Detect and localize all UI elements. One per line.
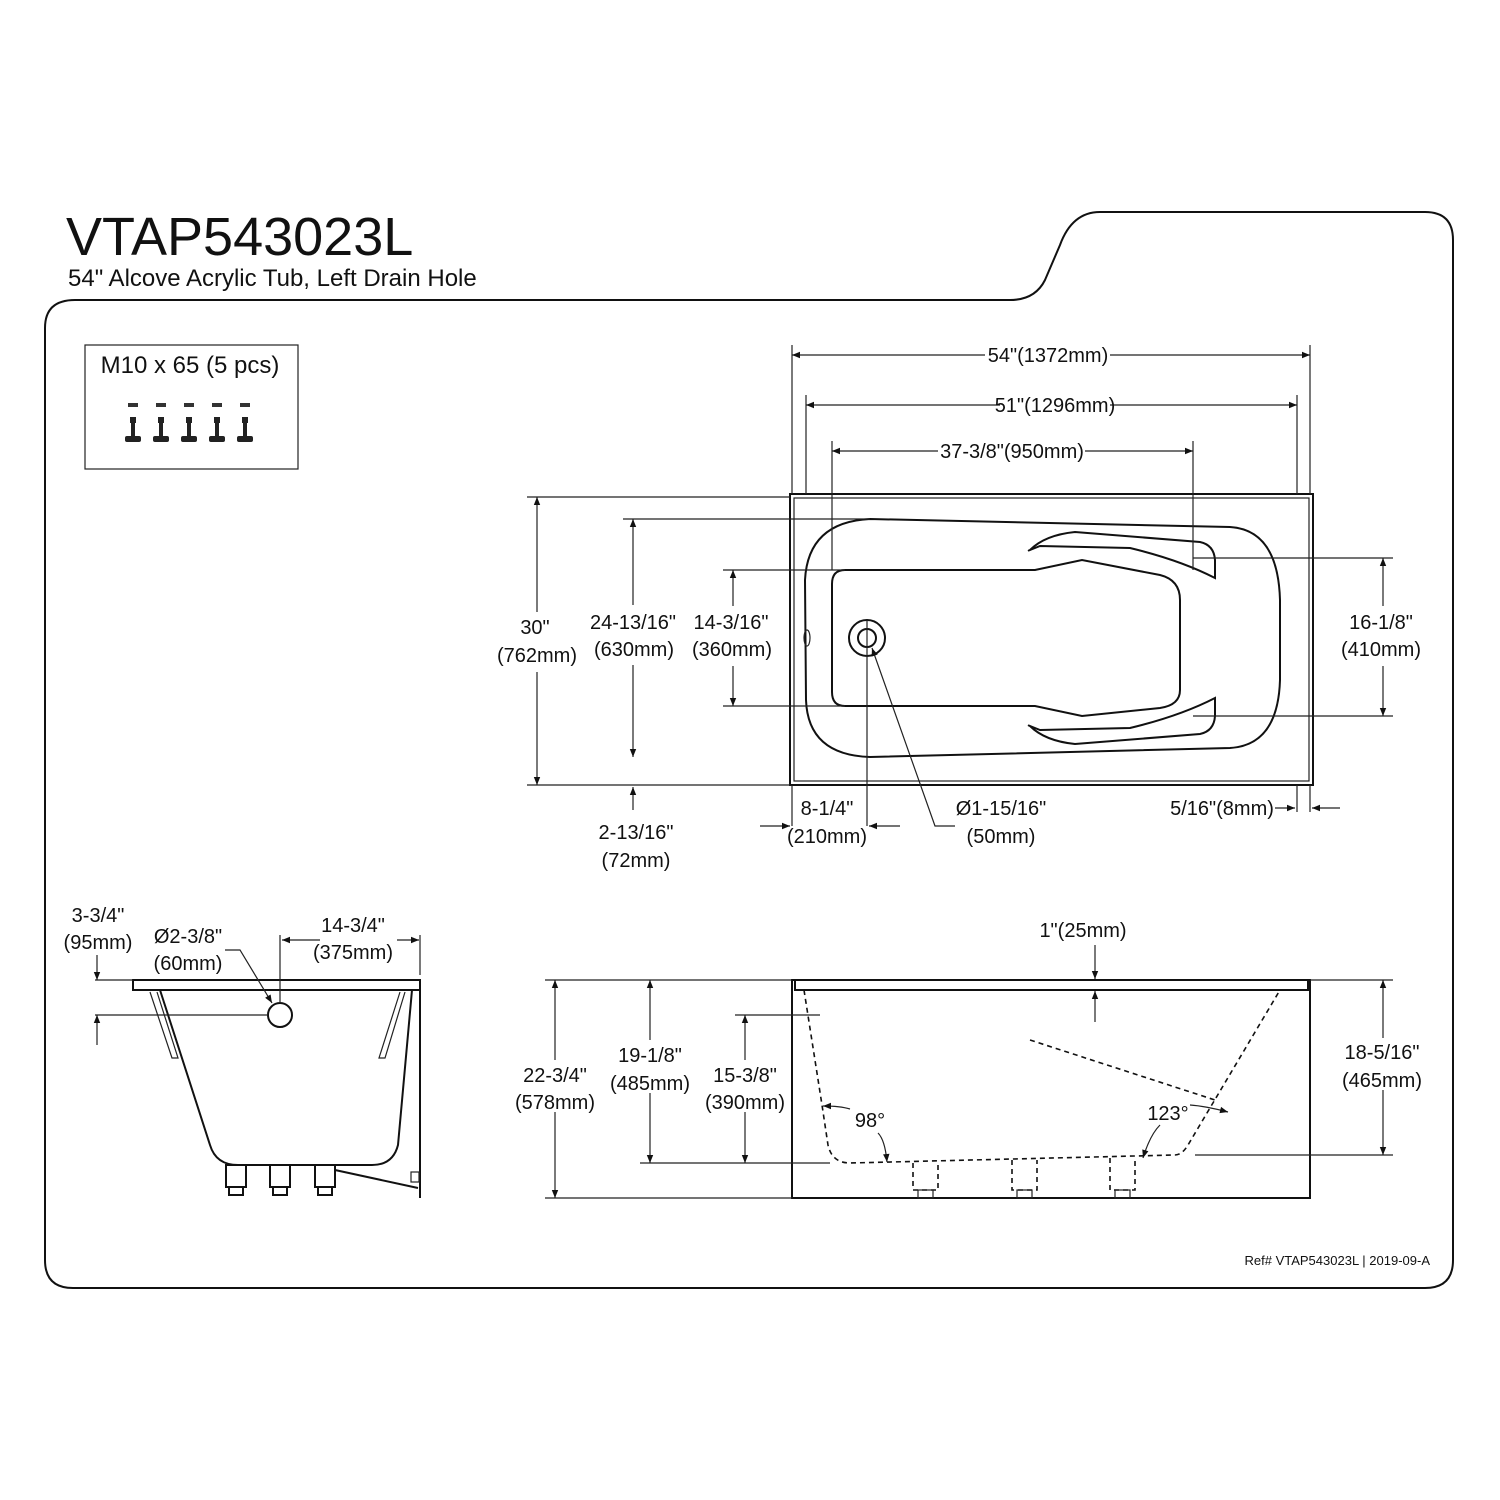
dim-drain-dia-in: Ø1-15/16": [956, 798, 1047, 820]
dim-overflow-in: 15-3/8": [713, 1065, 777, 1087]
dim-overall-length: 54"(1372mm): [988, 345, 1108, 367]
overflow-icon: [803, 629, 811, 647]
dim-water-mm: (465mm): [1342, 1070, 1422, 1092]
dim-floor-width-mm: (360mm): [692, 639, 772, 661]
side-view: 1"(25mm) 22-3/4" (578mm) 19-1/8" (485mm)…: [515, 920, 1422, 1198]
dim-floor-width-in: 14-3/16": [694, 612, 769, 634]
bolt-icon: [209, 403, 225, 442]
model-subtitle: 54" Alcove Acrylic Tub, Left Drain Hole: [68, 265, 477, 292]
dim-right-width-mm: (410mm): [1341, 639, 1421, 661]
angle-left: 98°: [855, 1110, 885, 1132]
hardware-box: M10 x 65 (5 pcs): [84, 344, 299, 470]
dim-overflow-mm: (390mm): [705, 1092, 785, 1114]
dim-width-in: 30": [520, 617, 549, 639]
bolt-icon: [181, 403, 197, 442]
dim-depth-in: 19-1/8": [618, 1045, 682, 1067]
dim-front-offset-mm: (72mm): [602, 850, 671, 872]
reference-note: Ref# VTAP543023L | 2019-09-A: [1245, 1253, 1431, 1268]
bolt-icon: [237, 403, 253, 442]
dim-overflow-height-mm: (95mm): [64, 932, 133, 954]
drawing-frame: [44, 211, 1454, 1289]
dim-drain-dia-mm: (50mm): [967, 826, 1036, 848]
overflow-hole-icon: [267, 1002, 293, 1028]
dim-right-width-in: 16-1/8": [1349, 612, 1413, 634]
bolt-icon: [153, 403, 169, 442]
hardware-label: M10 x 65 (5 pcs): [101, 352, 280, 379]
model-title: VTAP543023L: [66, 207, 413, 267]
dim-overflow-offset-in: 14-3/4": [321, 915, 385, 937]
armrest-bottom: [1027, 696, 1216, 746]
dim-flange: 5/16"(8mm): [1170, 798, 1274, 820]
angle-right: 123°: [1147, 1103, 1188, 1125]
dim-overflow-dia-mm: (60mm): [154, 953, 223, 975]
dim-front-offset-in: 2-13/16": [599, 822, 674, 844]
bolt-icons: [125, 403, 253, 442]
dim-depth-mm: (485mm): [610, 1073, 690, 1095]
dim-rim: 1"(25mm): [1039, 920, 1126, 942]
tub-floor-outline: [831, 558, 1181, 718]
top-view: 54"(1372mm) 51"(1296mm) 37-3/8"(950mm) 3…: [497, 345, 1421, 872]
dim-overflow-dia-in: Ø2-3/8": [154, 926, 222, 948]
dim-overflow-height-in: 3-3/4": [72, 905, 125, 927]
dim-height-in: 22-3/4": [523, 1065, 587, 1087]
dim-overflow-offset-mm: (375mm): [313, 942, 393, 964]
armrest-top: [1027, 530, 1216, 580]
dim-height-mm: (578mm): [515, 1092, 595, 1114]
dim-width-mm: (762mm): [497, 645, 577, 667]
dim-basin-length: 37-3/8"(950mm): [940, 441, 1084, 463]
tub-basin-outline: [803, 517, 1281, 759]
dim-drain-offset-mm: (210mm): [787, 826, 867, 848]
dim-basin-width-in: 24-13/16": [590, 612, 676, 634]
dim-drain-offset-in: 8-1/4": [801, 798, 854, 820]
dim-basin-width-mm: (630mm): [594, 639, 674, 661]
bolt-icon: [125, 403, 141, 442]
dim-inner-length: 51"(1296mm): [995, 395, 1115, 417]
end-view: 3-3/4" (95mm) Ø2-3/8" (60mm) 14-3/4" (37…: [64, 905, 421, 1198]
dim-water-in: 18-5/16": [1345, 1042, 1420, 1064]
